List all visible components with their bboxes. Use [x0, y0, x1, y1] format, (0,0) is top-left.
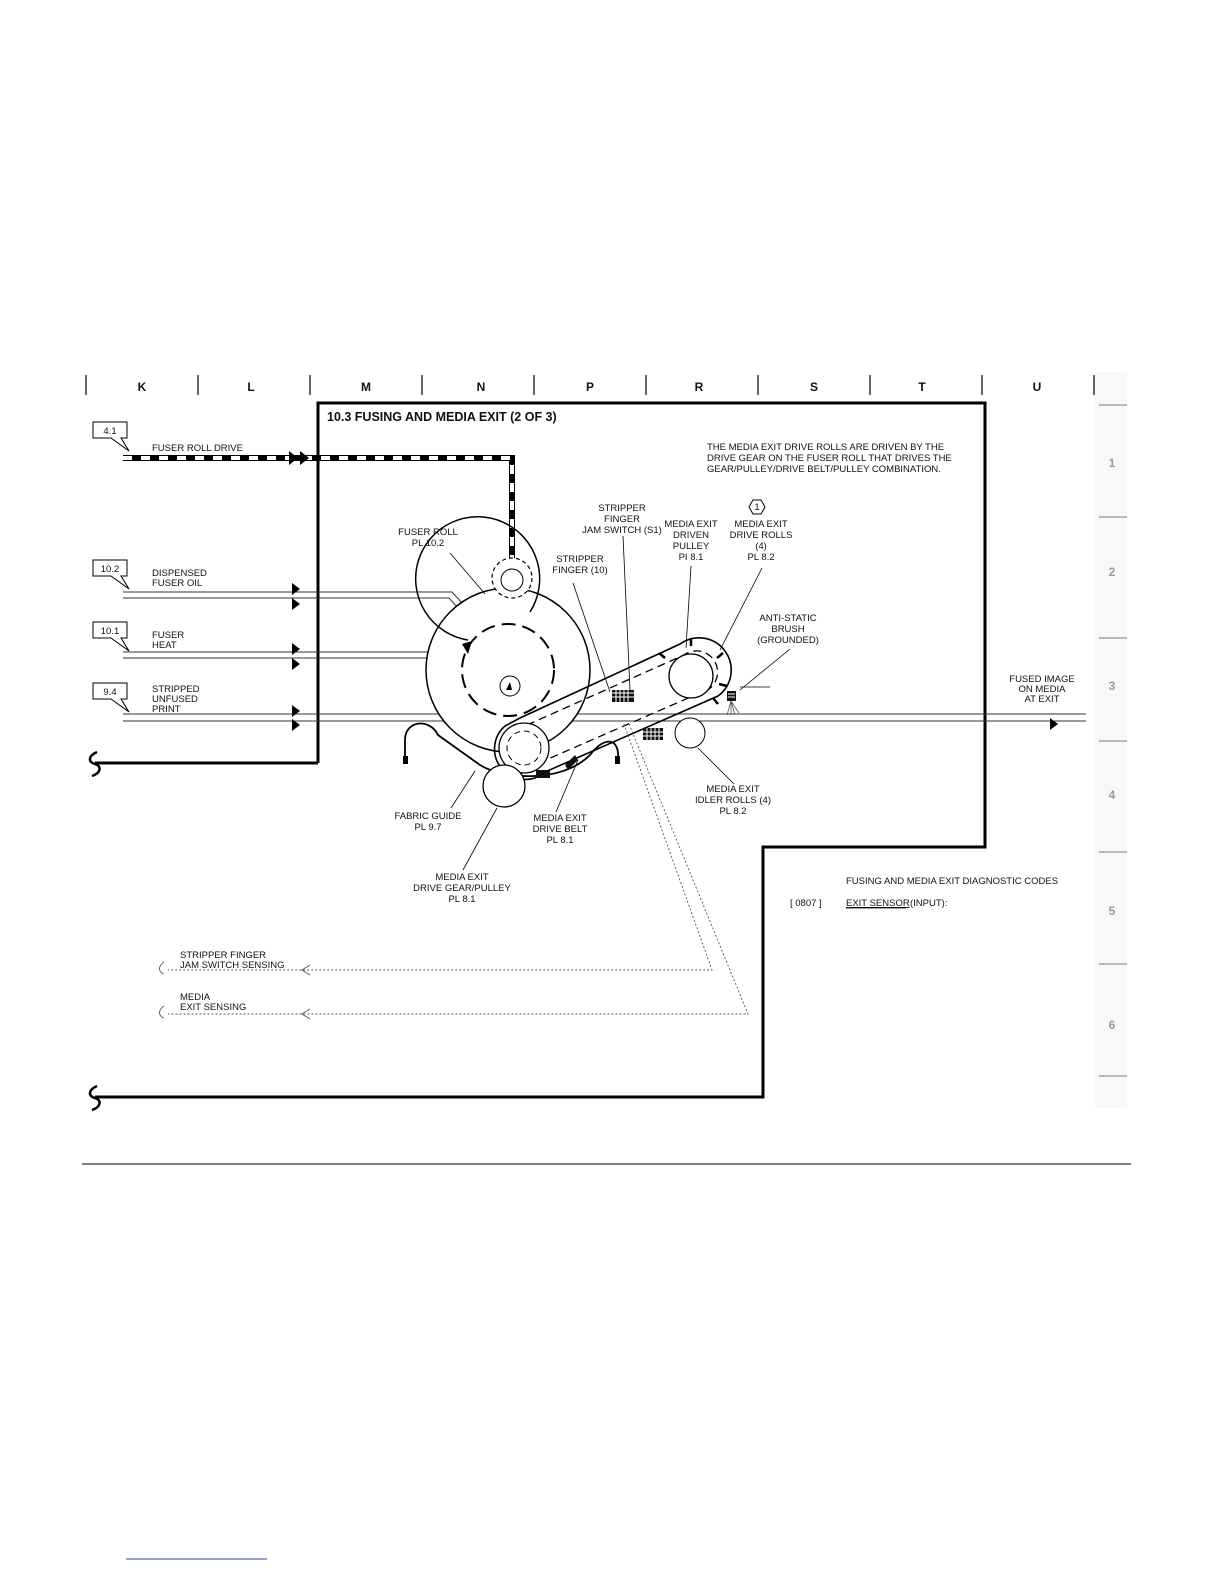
- svg-text:(INPUT):: (INPUT):: [910, 898, 947, 909]
- diagram-title: 10.3 FUSING AND MEDIA EXIT (2 OF 3): [327, 410, 557, 424]
- svg-text:ANTI-STATIC: ANTI-STATIC: [759, 613, 816, 624]
- column-label: K: [138, 380, 147, 394]
- zone-header: K L M N P R S T U: [85, 375, 1095, 395]
- svg-text:PRINT: PRINT: [152, 704, 181, 715]
- svg-text:PL 10.2: PL 10.2: [412, 538, 444, 549]
- svg-text:FINGER: FINGER: [604, 514, 640, 525]
- input-tag-10-2: 10.2: [92, 559, 130, 590]
- input-ref-tags: 4.1 10.2 10.1 9.4: [92, 421, 130, 713]
- svg-text:MEDIA EXIT: MEDIA EXIT: [706, 784, 760, 795]
- input-tag-10-1: 10.1: [92, 621, 130, 652]
- svg-text:BRUSH: BRUSH: [771, 624, 804, 635]
- svg-text:PL 9.7: PL 9.7: [414, 822, 441, 833]
- svg-text:10.1: 10.1: [101, 626, 120, 637]
- svg-text:PI 8.1: PI 8.1: [679, 552, 704, 563]
- svg-text:GEAR/PULLEY/DRIVE BELT/PULLEY: GEAR/PULLEY/DRIVE BELT/PULLEY COMBINATIO…: [707, 464, 941, 475]
- svg-text:4.1: 4.1: [103, 426, 116, 437]
- svg-text:9.4: 9.4: [103, 687, 116, 698]
- fuser-drive-gear: [491, 557, 533, 599]
- break-symbol: [88, 1084, 101, 1112]
- column-label: S: [810, 380, 818, 394]
- svg-text:UNFUSED: UNFUSED: [152, 694, 198, 705]
- column-label: L: [247, 380, 254, 394]
- svg-text:FUSER OIL: FUSER OIL: [152, 578, 202, 589]
- column-label: N: [477, 380, 486, 394]
- svg-text:FUSED IMAGE: FUSED IMAGE: [1009, 674, 1074, 685]
- input-labels: FUSER ROLL DRIVE DISPENSED FUSER OIL FUS…: [152, 443, 243, 715]
- fuser-roll-drive-path: [123, 451, 515, 578]
- svg-text:ON MEDIA: ON MEDIA: [1019, 684, 1067, 695]
- component-labels: FUSER ROLL PL 10.2 STRIPPER FINGER JAM S…: [394, 499, 1075, 905]
- svg-text:FUSER ROLL DRIVE: FUSER ROLL DRIVE: [152, 443, 243, 454]
- svg-text:IDLER ROLLS (4): IDLER ROLLS (4): [695, 795, 771, 806]
- svg-text:PL 8.2: PL 8.2: [719, 806, 746, 817]
- input-tag-4-1: 4.1: [92, 421, 130, 452]
- svg-text:DISPENSED: DISPENSED: [152, 568, 207, 579]
- column-label: P: [586, 380, 594, 394]
- break-symbol: [88, 750, 101, 778]
- media-exit-drive-belt: [493, 637, 732, 781]
- svg-text:10.2: 10.2: [101, 564, 120, 575]
- svg-text:FUSING AND MEDIA EXIT DIAGNOST: FUSING AND MEDIA EXIT DIAGNOSTIC CODES: [846, 876, 1058, 887]
- media-exit-drive-gear-pulley: [482, 764, 526, 808]
- output-labels: STRIPPER FINGER JAM SWITCH SENSING MEDIA…: [180, 950, 285, 1013]
- svg-text:MEDIA EXIT: MEDIA EXIT: [533, 813, 587, 824]
- svg-text:PL 8.2: PL 8.2: [747, 552, 774, 563]
- right-margin: [1095, 372, 1127, 1108]
- svg-text:STRIPPED: STRIPPED: [152, 684, 200, 695]
- svg-text:[ 0807 ]: [ 0807 ]: [790, 898, 822, 909]
- column-label: M: [361, 380, 371, 394]
- leader-lines: [449, 535, 791, 871]
- svg-text:FABRIC GUIDE: FABRIC GUIDE: [394, 811, 461, 822]
- column-label: T: [918, 380, 926, 394]
- svg-text:DRIVEN: DRIVEN: [673, 530, 709, 541]
- svg-text:PL 8.1: PL 8.1: [448, 894, 475, 905]
- diagnostic-codes: FUSING AND MEDIA EXIT DIAGNOSTIC CODES […: [790, 876, 1058, 909]
- svg-text:FINGER (10): FINGER (10): [552, 565, 607, 576]
- svg-text:HEAT: HEAT: [152, 640, 177, 651]
- input-lines: [123, 583, 1086, 731]
- svg-text:(4): (4): [755, 541, 767, 552]
- svg-text:MEDIA: MEDIA: [180, 992, 211, 1003]
- stripper-finger-switch-blocks: [536, 690, 740, 778]
- svg-text:DRIVE GEAR/PULLEY: DRIVE GEAR/PULLEY: [413, 883, 511, 894]
- svg-text:MEDIA EXIT: MEDIA EXIT: [664, 519, 718, 530]
- svg-text:1: 1: [754, 502, 759, 513]
- svg-text:AT EXIT: AT EXIT: [1024, 694, 1059, 705]
- exit-sensor-link[interactable]: EXIT SENSOR: [846, 898, 910, 909]
- svg-text:FUSER: FUSER: [152, 630, 184, 641]
- svg-text:STRIPPER: STRIPPER: [556, 554, 604, 565]
- svg-text:PULLEY: PULLEY: [673, 541, 710, 552]
- svg-text:FUSER ROLL: FUSER ROLL: [398, 527, 458, 538]
- media-exit-idler-roll: [674, 717, 706, 749]
- svg-text:EXIT SENSING: EXIT SENSING: [180, 1002, 246, 1013]
- section-boundary: [95, 401, 987, 1099]
- drive-note: THE MEDIA EXIT DRIVE ROLLS ARE DRIVEN BY…: [707, 442, 952, 475]
- svg-text:MEDIA EXIT: MEDIA EXIT: [435, 872, 489, 883]
- svg-text:JAM SWITCH (S1): JAM SWITCH (S1): [582, 525, 662, 536]
- input-tag-9-4: 9.4: [92, 682, 130, 713]
- svg-text:PL 8.1: PL 8.1: [546, 835, 573, 846]
- svg-text:JAM SWITCH SENSING: JAM SWITCH SENSING: [180, 960, 285, 971]
- svg-text:MEDIA EXIT: MEDIA EXIT: [734, 519, 788, 530]
- svg-text:DRIVE ROLLS: DRIVE ROLLS: [730, 530, 793, 541]
- svg-text:STRIPPER: STRIPPER: [598, 503, 646, 514]
- svg-text:THE MEDIA EXIT DRIVE ROLLS ARE: THE MEDIA EXIT DRIVE ROLLS ARE DRIVEN BY…: [707, 442, 944, 453]
- fuser-roll: [414, 516, 591, 753]
- svg-text:STRIPPER FINGER: STRIPPER FINGER: [180, 950, 266, 961]
- column-label: U: [1033, 380, 1042, 394]
- svg-text:DRIVE GEAR ON THE FUSER ROLL T: DRIVE GEAR ON THE FUSER ROLL THAT DRIVES…: [707, 453, 952, 464]
- column-label: R: [695, 380, 704, 394]
- svg-text:(GROUNDED): (GROUNDED): [757, 635, 819, 646]
- sensing-lines: [159, 723, 749, 1020]
- svg-text:DRIVE BELT: DRIVE BELT: [533, 824, 588, 835]
